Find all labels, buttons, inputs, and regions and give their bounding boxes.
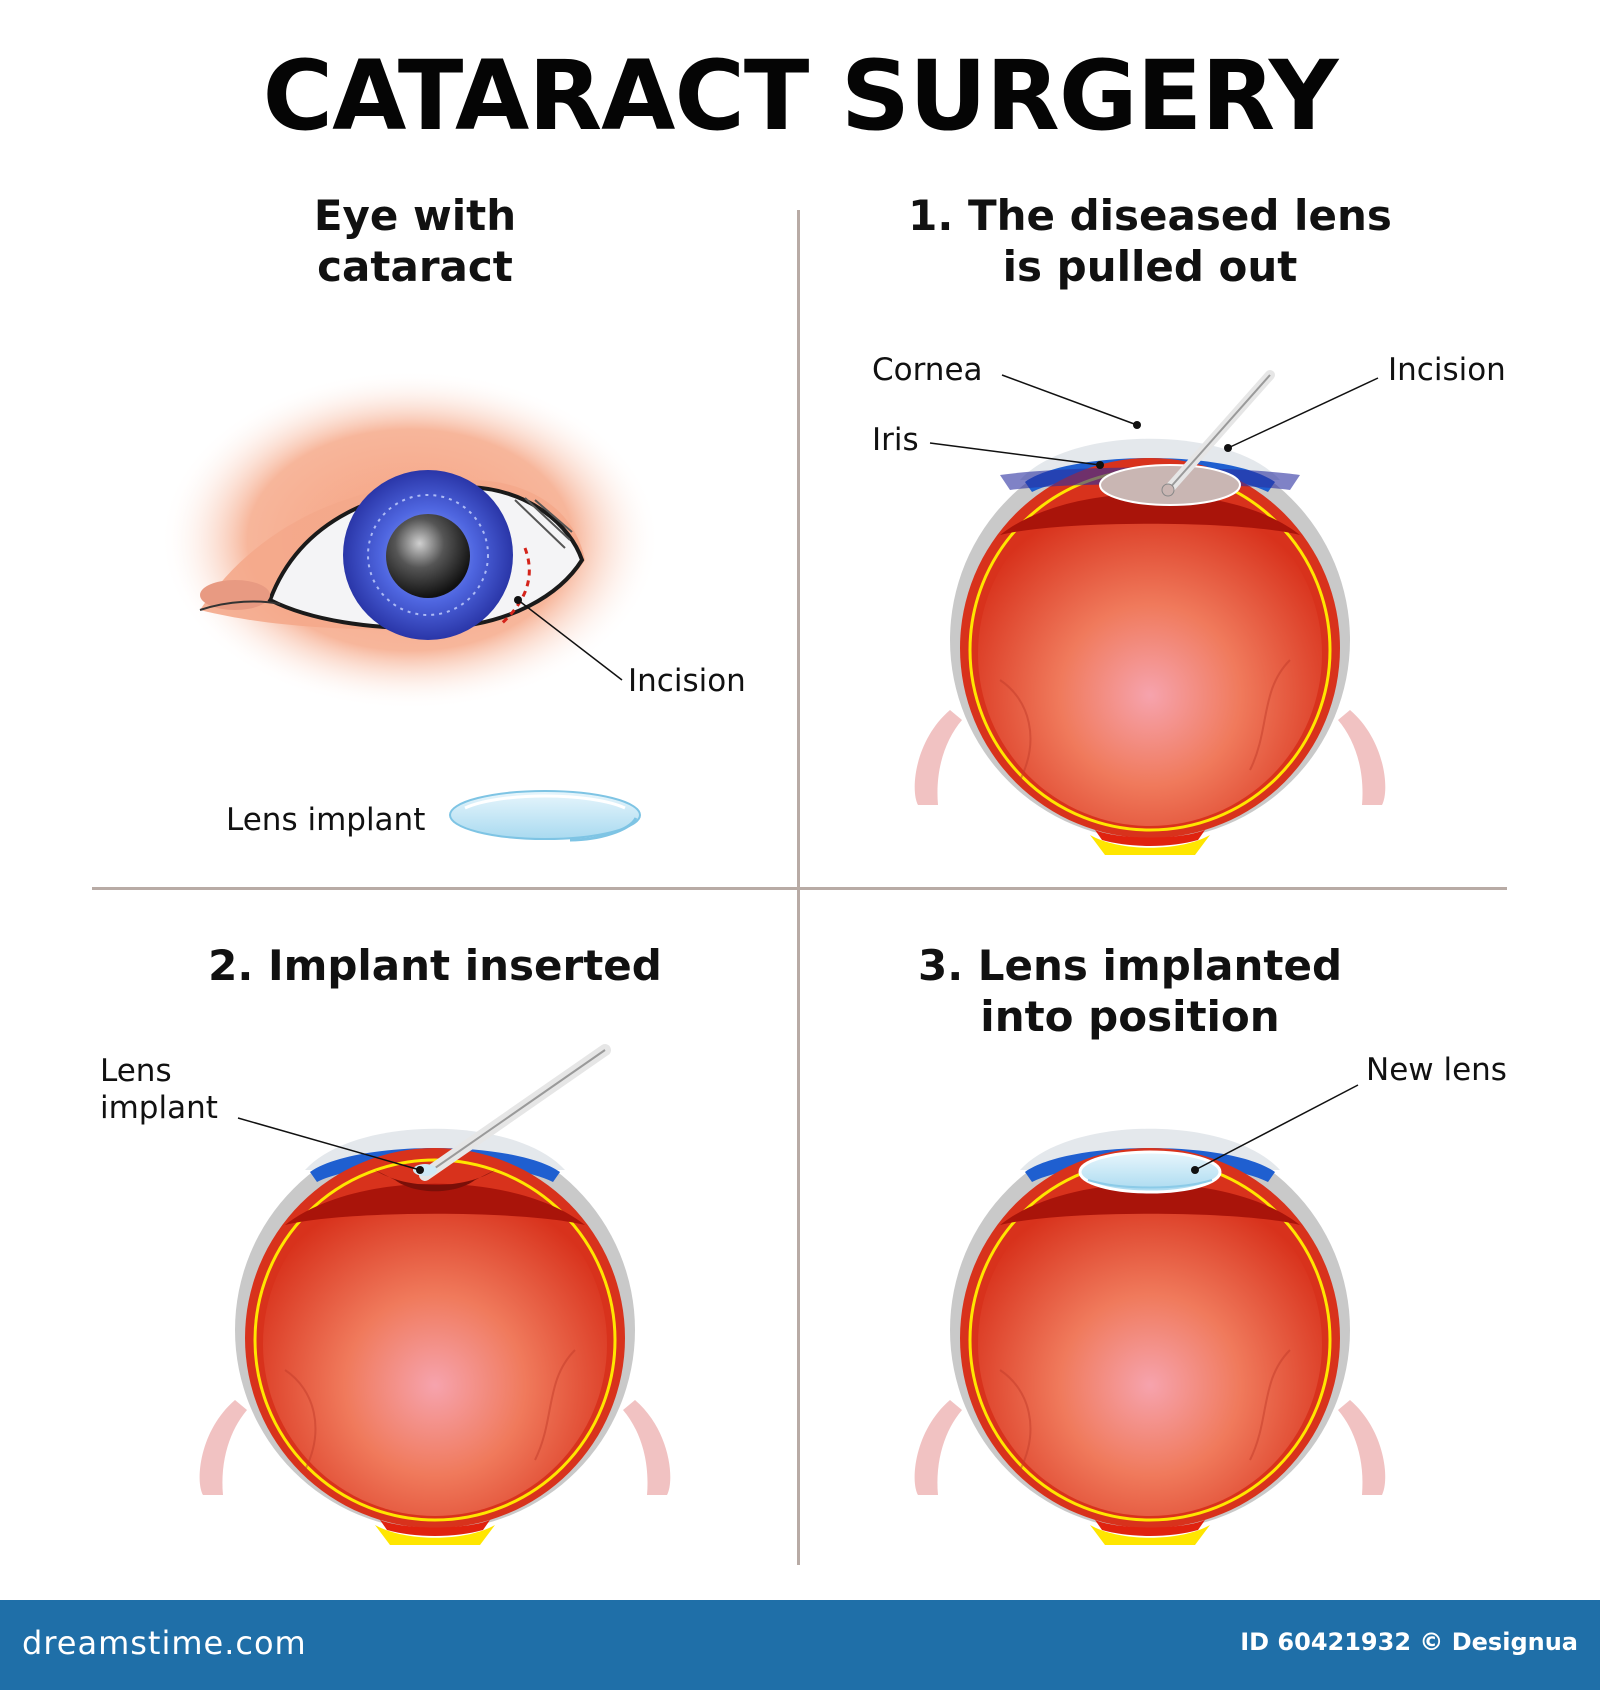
label-lens-implant-panel0: Lens implant xyxy=(226,802,426,838)
label-incision-panel0: Incision xyxy=(628,663,746,699)
illustration xyxy=(160,370,1387,1547)
panel-title-step1: 1. The diseased lens is pulled out xyxy=(908,191,1392,291)
eye-front-view xyxy=(160,370,660,710)
horizontal-divider xyxy=(92,887,1507,890)
panel-title-step3: 3. Lens implanted into position xyxy=(917,941,1343,1041)
lens-implant-illustration xyxy=(449,790,641,842)
label-lens-implant-step2: Lens implant xyxy=(100,1053,218,1126)
label-incision-step1: Incision xyxy=(1388,352,1506,388)
label-iris: Iris xyxy=(872,422,919,458)
eyeball-step1 xyxy=(913,370,1387,857)
footer-credit: ID 60421932 © Designua xyxy=(1240,1628,1578,1656)
footer-bar: dreamstime.com ID 60421932 © Designua xyxy=(0,1600,1600,1690)
panel-title-step2: 2. Implant inserted xyxy=(208,941,662,990)
panel-title-eye-with-cataract: Eye with cataract xyxy=(313,191,517,291)
eyeball-step2 xyxy=(198,1044,672,1547)
label-new-lens: New lens xyxy=(1366,1052,1507,1088)
label-cornea: Cornea xyxy=(872,352,983,388)
page-title: CATARACT SURGERY xyxy=(262,40,1339,152)
eyeball-step3 xyxy=(913,1127,1387,1547)
footer-brand[interactable]: dreamstime.com xyxy=(22,1624,307,1662)
